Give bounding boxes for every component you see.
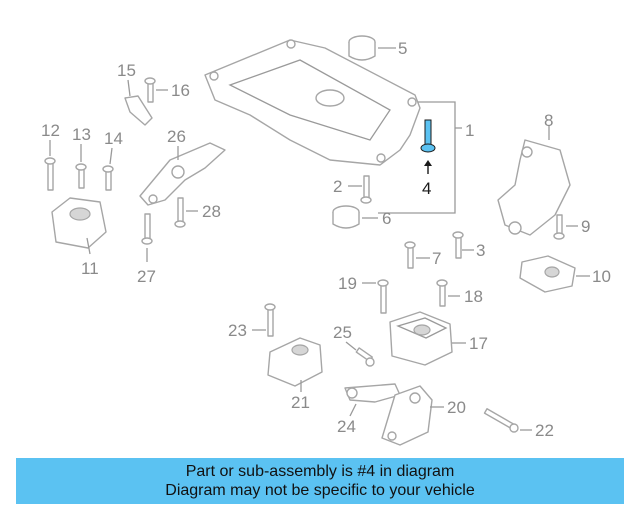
bolt-part-2[interactable] [360, 175, 372, 204]
bolt-part-3[interactable] [452, 231, 464, 259]
callout-9: 9 [581, 217, 590, 236]
callout-25: 25 [333, 323, 352, 342]
callout-21: 21 [291, 393, 310, 412]
callout-17: 17 [469, 334, 488, 353]
callout-20: 20 [447, 398, 466, 417]
clamp-part-10[interactable] [519, 255, 576, 293]
callout-19: 19 [338, 274, 357, 293]
torque-arm-part-26[interactable] [139, 142, 226, 206]
bushing-part-5[interactable] [348, 35, 376, 61]
callout-4-highlighted: 4 [422, 179, 431, 198]
bracket-part-8[interactable] [497, 139, 571, 236]
callout-bracket-1 [378, 101, 456, 214]
callout-26: 26 [167, 127, 186, 146]
transmission-mount-part-21[interactable] [267, 337, 323, 387]
callout-15: 15 [117, 61, 136, 80]
bolt-part-27[interactable] [141, 213, 153, 245]
banner-disclaimer: Diagram may not be specific to your vehi… [165, 482, 475, 499]
torque-arm-part-24[interactable] [344, 383, 401, 403]
bolt-part-13[interactable] [75, 163, 87, 189]
bushing-part-6[interactable] [332, 205, 360, 229]
bolt-part-25[interactable] [355, 347, 375, 367]
bolt-part-9[interactable] [553, 214, 565, 240]
banner-part-notice: Part or sub-assembly is #4 in diagram [185, 463, 455, 480]
subframe-part[interactable] [204, 39, 421, 166]
callout-12: 12 [41, 121, 60, 140]
callout-24: 24 [337, 417, 356, 436]
callout-2: 2 [333, 177, 342, 196]
callout-13: 13 [72, 125, 91, 144]
bracket-part-15[interactable] [124, 95, 153, 126]
callout-23: 23 [228, 321, 247, 340]
callout-7: 7 [432, 249, 441, 268]
bracket-part-20[interactable] [381, 385, 433, 446]
callout-14: 14 [104, 129, 123, 148]
callout-16: 16 [171, 81, 190, 100]
callout-27: 27 [137, 267, 156, 286]
exploded-parts-diagram: 1 2 3 4 5 6 7 8 9 10 11 12 13 14 15 16 1… [41, 35, 611, 446]
callout-22: 22 [535, 421, 554, 440]
callout-11: 11 [81, 259, 99, 278]
bolt-part-19[interactable] [377, 279, 389, 314]
callout-3: 3 [476, 241, 485, 260]
bolt-part-22[interactable] [483, 408, 519, 433]
bolt-part-16[interactable] [144, 77, 156, 103]
callout-5: 5 [398, 39, 407, 58]
bolt-part-4-highlighted[interactable] [420, 119, 436, 174]
engine-mount-part-17[interactable] [389, 311, 453, 366]
callout-6: 6 [382, 209, 391, 228]
callout-28: 28 [202, 202, 221, 221]
bolt-part-23[interactable] [264, 303, 276, 337]
callout-10: 10 [592, 267, 611, 286]
bolt-part-12[interactable] [44, 157, 56, 191]
engine-mount-part-11[interactable] [51, 197, 107, 249]
bolt-part-7[interactable] [404, 241, 416, 269]
callout-1: 1 [465, 121, 474, 140]
callout-18: 18 [464, 287, 483, 306]
bolt-part-14[interactable] [102, 165, 114, 191]
bolt-part-28[interactable] [174, 197, 186, 228]
callout-8: 8 [544, 111, 553, 130]
info-banner: Part or sub-assembly is #4 in diagram Di… [16, 458, 624, 504]
bolt-part-18[interactable] [436, 279, 448, 307]
